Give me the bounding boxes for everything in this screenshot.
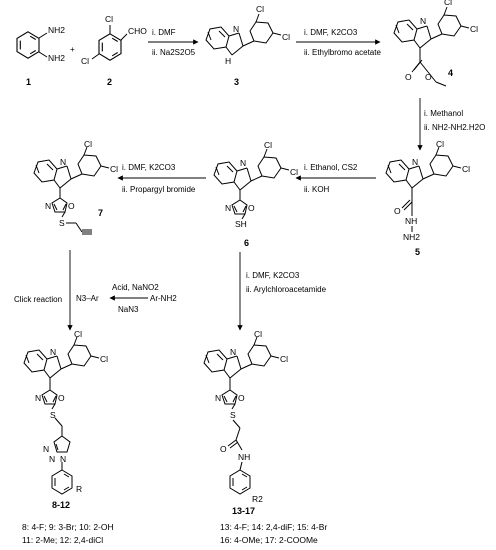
cl-5-para-label: Cl [462, 164, 470, 174]
hydrazide-nh2-label: NH2 [403, 232, 420, 242]
compound-5-structure: Cl Cl N O NH NH2 [385, 139, 470, 242]
nh2-top-label: NH2 [48, 25, 65, 35]
compound-8-12-label: 8-12 [52, 500, 70, 510]
triazole-n-c-label: N [60, 454, 66, 464]
step-4-line-1: i. Ethanol, CS2 [304, 163, 358, 172]
compound-1-structure: NH2 NH2 [16, 25, 65, 63]
aryl-azide-label: N3–Ar [76, 294, 99, 303]
r-substituent-label: R [76, 484, 82, 494]
step-5-line-1: i. DMF, K2CO3 [122, 163, 176, 172]
cl-5-ortho-label: Cl [436, 139, 444, 149]
cho-label: CHO [128, 26, 147, 36]
step-2-line-1: i. DMF, K2CO3 [304, 28, 358, 37]
footnote-right-line-2: 16: 4-OMe; 17: 2-COOMe [220, 535, 318, 545]
oxadiazole-n-6-label: N [225, 203, 231, 213]
s-13-label: S [230, 410, 236, 420]
oxadiazole-o-6-label: O [248, 203, 255, 213]
compound-3-label: 3 [234, 77, 239, 87]
compound-7-structure: Cl Cl N N O S [33, 139, 118, 235]
step-3-line-1: i. Methanol [424, 109, 463, 118]
oxadiazole-n-7-label: N [45, 201, 51, 211]
oxadiazole-n-13-label: N [215, 393, 221, 403]
azide-reagent-bottom: NaN3 [118, 305, 139, 314]
oxadiazole-o-7-label: O [68, 201, 75, 211]
compound-1-label: 1 [26, 77, 31, 87]
compound-2-structure: Cl CHO Cl [81, 14, 147, 66]
footnote-right-line-1: 13: 4-F; 14: 2,4-diF; 15: 4-Br [220, 522, 327, 532]
cl-6-ortho-label: Cl [264, 140, 272, 150]
s-7-label: S [59, 218, 65, 228]
n-5-label: N [412, 157, 418, 167]
n-8-label: N [50, 347, 56, 357]
cl-13-para-label: Cl [280, 354, 288, 364]
oxadiazole-o-13-label: O [238, 393, 245, 403]
cl-4-ortho-label: Cl [444, 0, 452, 7]
step-1-line-2: ii. Na2S2O5 [152, 48, 196, 57]
step-1-line-1: i. DMF [152, 28, 176, 37]
compound-7-label: 7 [98, 208, 103, 218]
nh2-bottom-label: NH2 [48, 53, 65, 63]
azide-reagent-top: Acid, NaNO2 [112, 283, 159, 292]
hydrazide-nh-label: NH [405, 216, 417, 226]
cl-2-bottom-label: Cl [81, 56, 89, 66]
amide-o-label: O [220, 444, 227, 454]
step-5-line-2: ii. Propargyl bromide [122, 185, 196, 194]
cl-2-top-label: Cl [105, 14, 113, 24]
n-4-label: N [420, 16, 426, 26]
n-6-label: N [240, 158, 246, 168]
amide-nh-label: NH [238, 452, 250, 462]
step-2-line-2: ii. Ethylbromo acetate [304, 48, 381, 57]
oxadiazole-n-8-label: N [35, 393, 41, 403]
compound-3-structure: Cl Cl N H [205, 4, 290, 66]
carbonyl-o-5-label: O [394, 206, 401, 216]
cl-3-ortho-label: Cl [256, 4, 264, 14]
triazole-n-b-label: N [49, 454, 55, 464]
compound-4-label: 4 [448, 68, 453, 78]
footnote-left-line-2: 11: 2-Me; 12: 2,4-diCl [22, 535, 103, 545]
compound-4-structure: Cl Cl N O O [393, 0, 478, 87]
cl-3-para-label: Cl [282, 32, 290, 42]
cl-4-para-label: Cl [470, 24, 478, 34]
n-3-label: N [233, 24, 239, 34]
step-6-line-1: i. DMF, K2CO3 [246, 271, 300, 280]
sh-label: SH [235, 219, 247, 229]
compound-5-label: 5 [415, 247, 420, 257]
compound-2-label: 2 [107, 77, 112, 87]
oxadiazole-o-8-label: O [58, 393, 65, 403]
compound-6-label: 6 [244, 238, 249, 248]
nh-3-label: H [225, 56, 231, 66]
compound-6-structure: Cl Cl N N O SH [213, 140, 298, 229]
s-8-label: S [50, 410, 56, 420]
cl-8-para-label: Cl [100, 354, 108, 364]
n-7-label: N [60, 157, 66, 167]
compound-8-12-structure: Cl Cl N N O S N N N R [23, 329, 108, 495]
cl-6-para-label: Cl [290, 167, 298, 177]
step-3-line-2: ii. NH2-NH2.H2O [424, 123, 485, 132]
step-6-line-2: ii. Arylchloroacetamide [246, 285, 327, 294]
carbonyl-o-4-label: O [405, 72, 412, 82]
compound-13-17-structure: Cl Cl N N O S O NH R2 [203, 329, 288, 504]
cl-7-para-label: Cl [110, 164, 118, 174]
aryl-amine-label: Ar-NH2 [150, 294, 177, 303]
triazole-n-a-label: N [43, 444, 49, 454]
click-reaction-label: Click reaction [14, 295, 62, 304]
cl-8-ortho-label: Cl [74, 329, 82, 339]
step-4-line-2: ii. KOH [304, 185, 330, 194]
footnote-left-line-1: 8: 4-F; 9: 3-Br; 10: 2-OH [22, 522, 114, 532]
compound-13-17-label: 13-17 [232, 506, 255, 516]
plus-sign: + [70, 45, 75, 54]
cl-13-ortho-label: Cl [254, 329, 262, 339]
cl-7-ortho-label: Cl [84, 139, 92, 149]
n-13-label: N [230, 347, 236, 357]
ester-o-4-label: O [425, 72, 432, 82]
r2-substituent-label: R2 [252, 494, 263, 504]
